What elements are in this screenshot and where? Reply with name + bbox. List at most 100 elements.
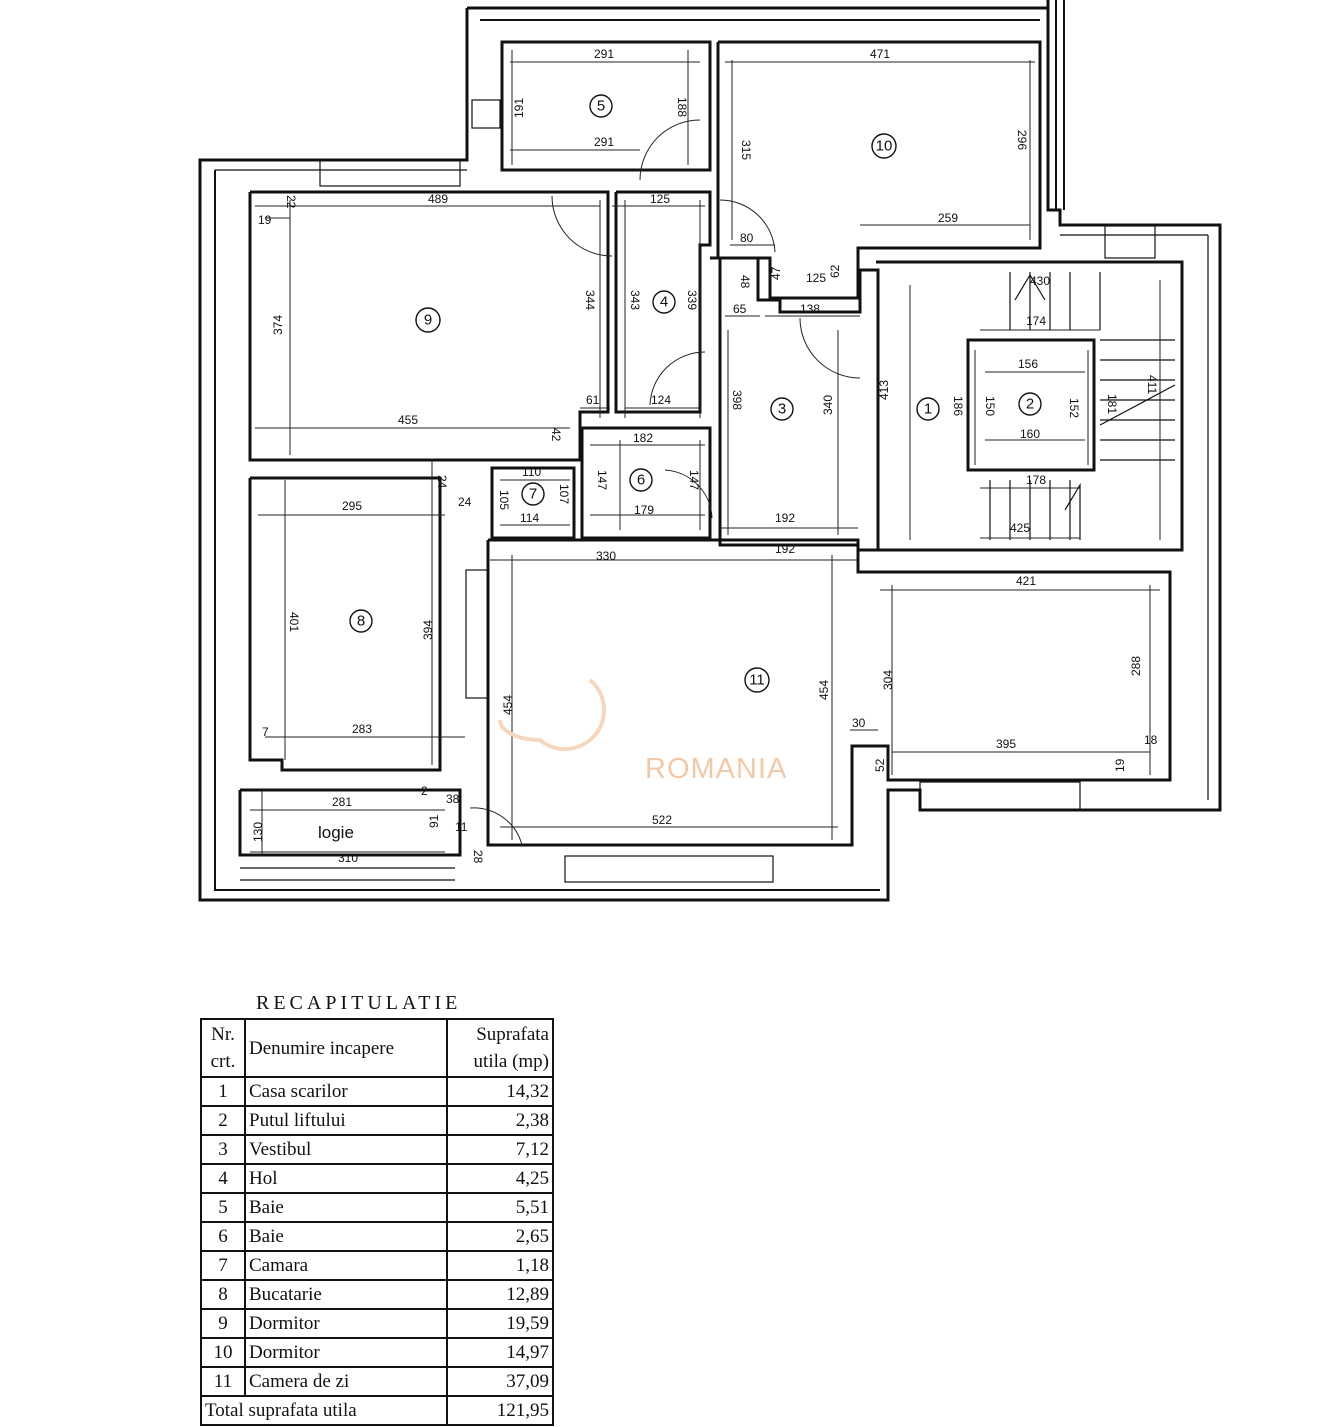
recap-title: RECAPITULATIE <box>256 992 462 1014</box>
cell-nr: 11 <box>200 1366 246 1397</box>
cell-name: Casa scarilor <box>244 1076 448 1107</box>
dim-114: 114 <box>520 511 539 525</box>
dim-91: 91 <box>427 814 441 828</box>
dim-295: 295 <box>342 499 362 513</box>
dim-522: 522 <box>652 813 672 827</box>
dim-188: 188 <box>675 97 689 117</box>
dim-454b: 454 <box>817 680 831 700</box>
svg-text:4: 4 <box>660 294 668 311</box>
dim-48: 48 <box>738 275 752 289</box>
svg-text:3: 3 <box>778 401 786 418</box>
room-11-marker: 11 <box>744 667 770 693</box>
cell-area: 12,89 <box>446 1279 554 1310</box>
dim-28: 28 <box>471 850 485 864</box>
room-9-marker: 9 <box>415 307 441 333</box>
dim-288: 288 <box>1129 656 1143 676</box>
cell-name: Bucatarie <box>244 1279 448 1310</box>
cell-name: Camara <box>244 1250 448 1281</box>
dim-186: 186 <box>951 396 965 416</box>
dim-65: 65 <box>733 302 747 316</box>
svg-text:1: 1 <box>924 401 932 418</box>
dim-191: 191 <box>512 98 526 118</box>
door-swings <box>469 119 861 846</box>
cell-nr: 9 <box>200 1308 246 1339</box>
svg-text:11: 11 <box>749 672 765 689</box>
cell-name: Hol <box>244 1163 448 1194</box>
dim-130: 130 <box>251 822 265 842</box>
staircase <box>989 272 1176 540</box>
svg-text:5: 5 <box>597 98 605 115</box>
watermark: ROMANIA <box>498 678 786 785</box>
dim-192a: 192 <box>775 511 795 525</box>
svg-text:2: 2 <box>1026 396 1034 413</box>
dim-52: 52 <box>873 758 887 772</box>
dim-152: 152 <box>1067 398 1081 418</box>
dim-344: 344 <box>583 290 597 310</box>
header-area: Suprafata utila (mp) <box>446 1018 554 1078</box>
header-nr: Nr. crt. <box>200 1018 246 1078</box>
room-1-marker: 1 <box>916 397 940 421</box>
cell-name: Vestibul <box>244 1134 448 1165</box>
dim-181: 181 <box>1105 394 1119 414</box>
dim-283: 283 <box>352 722 372 736</box>
dim-489: 489 <box>428 192 448 206</box>
dim-138: 138 <box>800 302 820 316</box>
cell-name: Dormitor <box>244 1337 448 1368</box>
dim-19: 19 <box>258 213 272 227</box>
total-label: Total suprafata utila <box>200 1395 448 1426</box>
recap-table: Nr. crt. Denumire incapere Suprafata uti… <box>200 1018 554 1426</box>
dimension-lines <box>250 50 1161 855</box>
dim-19b: 19 <box>1113 758 1127 772</box>
room-4-marker: 4 <box>652 290 676 314</box>
dim-304: 304 <box>881 670 895 690</box>
cell-nr: 8 <box>200 1279 246 1310</box>
dim-62: 62 <box>828 264 842 278</box>
dim-105: 105 <box>497 490 511 510</box>
cell-name: Baie <box>244 1192 448 1223</box>
cell-area: 19,59 <box>446 1308 554 1339</box>
dim-315: 315 <box>739 140 753 160</box>
cell-area: 14,97 <box>446 1337 554 1368</box>
dim-398: 398 <box>730 390 744 410</box>
cell-area: 2,65 <box>446 1221 554 1252</box>
floor-plan: 291 291 191 188 471 315 296 259 489 19 2… <box>198 0 1222 902</box>
dim-124: 124 <box>651 393 671 407</box>
cell-nr: 3 <box>200 1134 246 1165</box>
dim-259: 259 <box>938 211 958 225</box>
dim-179: 179 <box>634 503 654 517</box>
cell-nr: 7 <box>200 1250 246 1281</box>
dim-343: 343 <box>628 290 642 310</box>
dim-425: 425 <box>1010 521 1030 535</box>
dim-156: 156 <box>1018 357 1038 371</box>
header-name: Denumire incapere <box>244 1018 448 1078</box>
room-5-marker: 5 <box>589 94 613 118</box>
cell-name: Baie <box>244 1221 448 1252</box>
cell-area: 5,51 <box>446 1192 554 1223</box>
svg-text:10: 10 <box>876 138 893 155</box>
dim-394: 394 <box>421 620 435 640</box>
dim-395: 395 <box>996 737 1016 751</box>
dim-339: 339 <box>685 290 699 310</box>
cell-nr: 6 <box>200 1221 246 1252</box>
room-markers: 5 10 9 4 3 1 2 6 7 8 11 <box>349 94 1042 693</box>
dim-182: 182 <box>633 431 653 445</box>
dim-7: 7 <box>262 725 269 739</box>
svg-text:7: 7 <box>529 486 537 503</box>
dim-61: 61 <box>586 393 600 407</box>
dim-147a: 147 <box>595 470 609 490</box>
dim-125b: 125 <box>806 271 826 285</box>
recap-header-row: Nr. crt. Denumire incapere Suprafata uti… <box>200 1018 554 1078</box>
dim-150: 150 <box>983 396 997 416</box>
cell-area: 7,12 <box>446 1134 554 1165</box>
logie-label: logie <box>318 823 354 842</box>
dim-430: 430 <box>1030 274 1050 288</box>
dim-291b: 291 <box>594 135 614 149</box>
